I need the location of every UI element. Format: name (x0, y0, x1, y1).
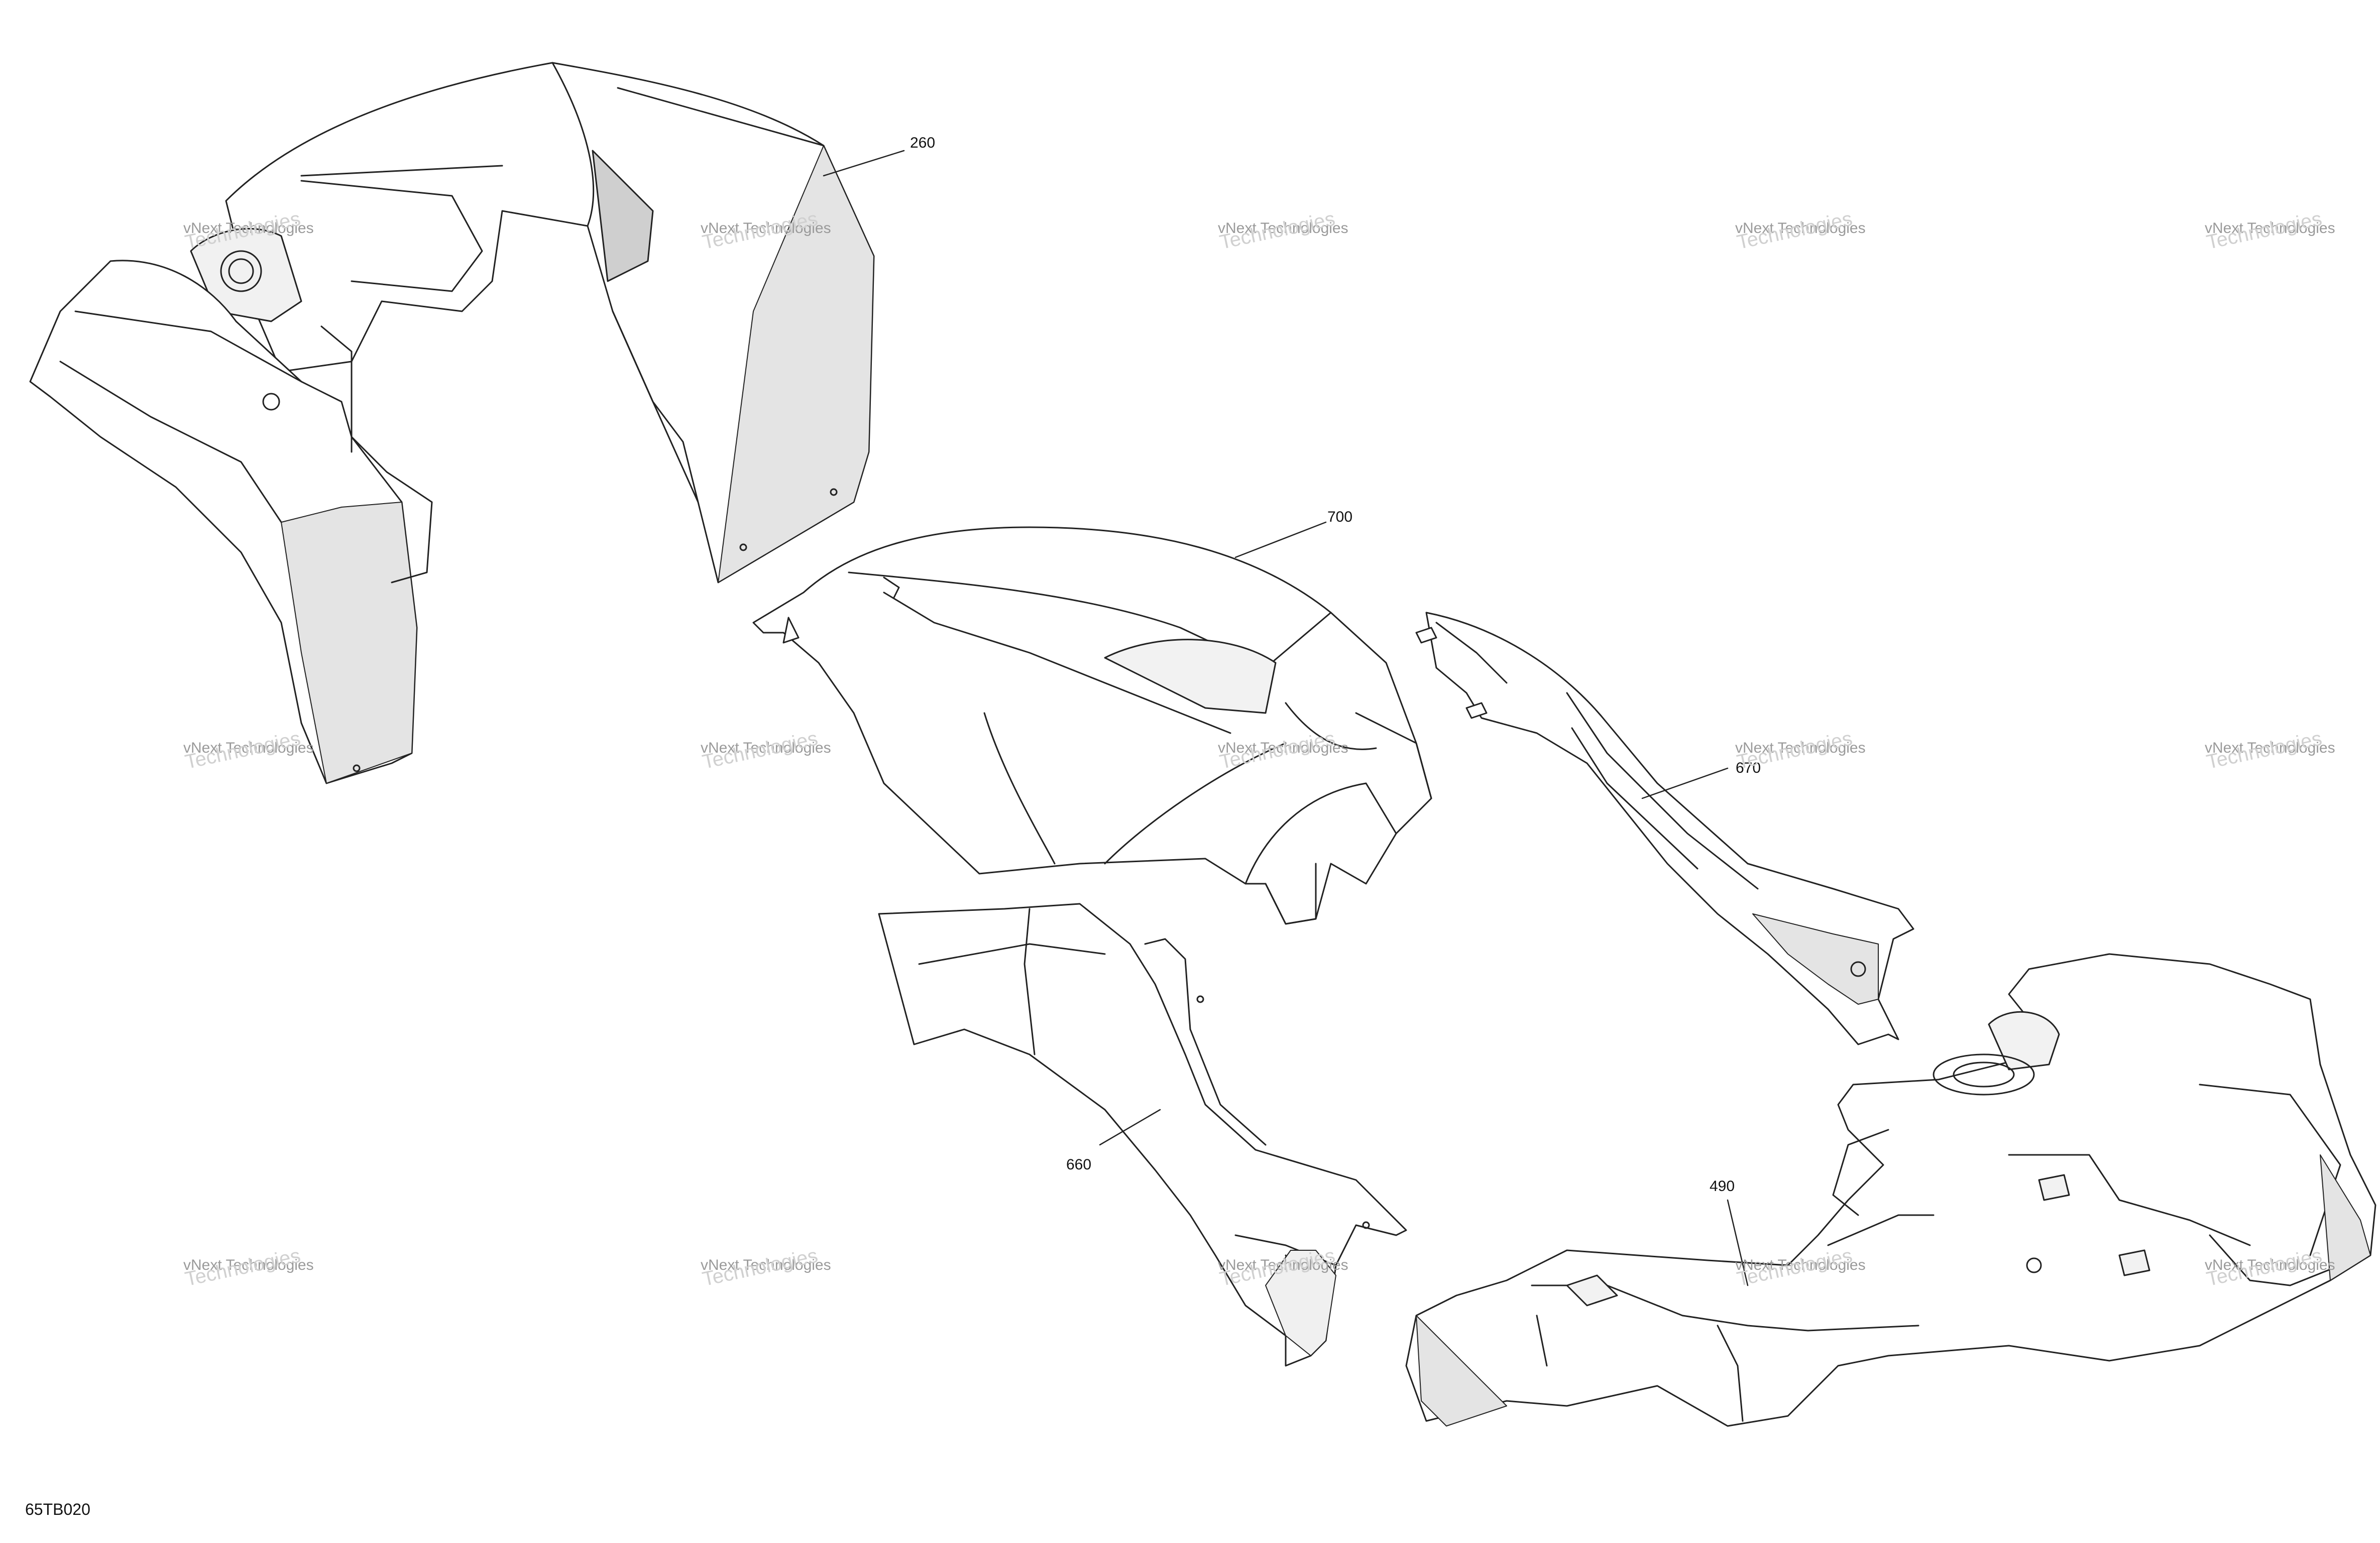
callout-670: 670 (1736, 760, 1761, 776)
callout-700: 700 (1327, 509, 1353, 525)
leader-700 (1234, 521, 1327, 558)
part-660-side-panel (878, 903, 1407, 1367)
callout-260: 260 (910, 135, 936, 151)
part-700-console-cover (752, 526, 1432, 925)
leader-660 (1099, 1109, 1161, 1146)
part-260-front-fascia (29, 62, 875, 784)
leader-670 (1641, 767, 1729, 799)
part-670-side-panel (1415, 612, 1914, 1045)
part-490-lower-body (1405, 953, 2376, 1427)
callout-490: 490 (1710, 1178, 1735, 1195)
leader-260 (823, 150, 905, 177)
leader-lines (823, 150, 1749, 1286)
callout-660: 660 (1066, 1156, 1092, 1173)
leader-490 (1727, 1199, 1749, 1286)
figure-code: 65TB020 (25, 1500, 90, 1518)
